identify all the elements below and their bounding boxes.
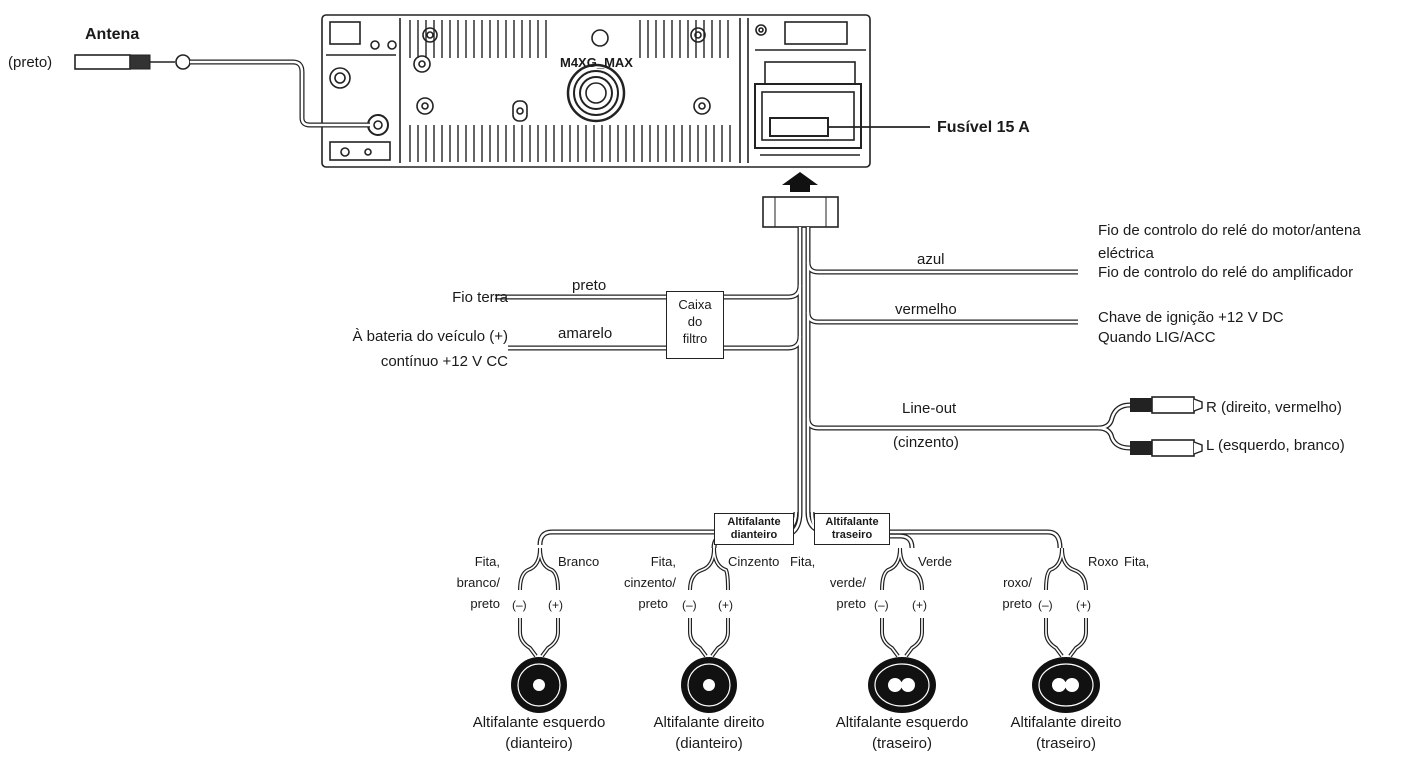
speaker-2-neg-1: Fita, — [650, 554, 676, 569]
speaker-1-plus: (+) — [548, 598, 563, 612]
speaker-2-name-1: Altifalante direito — [653, 714, 765, 731]
speaker-4-plus: (+) — [1076, 598, 1091, 612]
lineout-label: Line-out — [902, 400, 957, 417]
speaker-front-left-icon — [511, 657, 567, 713]
rear-speaker-box-line-1: Altifalante — [825, 516, 879, 528]
fuse-label: Fusível 15 A — [937, 119, 1030, 136]
speaker-4-minus: (–) — [1038, 598, 1053, 612]
amp-relay-label: Fio de controlo do relé do amplificador — [1098, 264, 1354, 281]
speaker-1-neg-2: branco/ — [456, 575, 500, 590]
speaker-rear-right-icon — [1032, 657, 1100, 713]
arrow-up-icon — [782, 172, 818, 192]
red-wire-label: vermelho — [895, 301, 957, 318]
speaker-1-name-2: (dianteiro) — [505, 735, 573, 752]
speaker-3-minus: (–) — [874, 598, 889, 612]
head-unit — [321, 14, 871, 168]
speaker-forks-inner — [519, 547, 1087, 657]
front-speaker-box-line-2: dianteiro — [730, 529, 778, 541]
rca-right-label: R (direito, vermelho) — [1206, 399, 1342, 416]
filter-box-line-2: do — [687, 314, 703, 329]
speaker-3-neg-3: preto — [836, 596, 866, 611]
grey-wire-label: (cinzento) — [893, 434, 959, 451]
model-label: M4XG_MAX — [560, 55, 633, 70]
speaker-3-name-2: (traseiro) — [871, 735, 932, 752]
harness-fill — [495, 227, 1098, 512]
ground-color-label: preto — [572, 277, 607, 294]
rear-speaker-box: Altifalante traseiro — [814, 513, 890, 545]
rca-left-plug — [1130, 439, 1203, 457]
speaker-4-name-2: (traseiro) — [1035, 735, 1096, 752]
speaker-1-neg-3: preto — [470, 596, 500, 611]
rca-left-label: L (esquerdo, branco) — [1206, 437, 1345, 454]
filter-box: Caixa do filtro — [666, 291, 724, 359]
motor-relay-label-1: Fio de controlo do relé do motor/antena — [1098, 222, 1361, 239]
antenna-color: (preto) — [8, 54, 53, 71]
battery-label-2: contínuo +12 V CC — [380, 353, 508, 370]
filter-box-line-3: filtro — [682, 331, 708, 346]
speaker-3-name-1: Altifalante esquerdo — [835, 714, 969, 731]
speaker-4-neg-2: roxo/ — [1003, 575, 1032, 590]
blue-wire-label: azul — [917, 251, 945, 268]
harness-outline — [495, 227, 1098, 512]
speaker-2-name-2: (dianteiro) — [675, 735, 743, 752]
rca-right-plug — [1130, 396, 1203, 414]
ignition-label-2: Quando LIG/ACC — [1098, 329, 1216, 346]
speaker-4-name-1: Altifalante direito — [1010, 714, 1122, 731]
rear-speaker-box-line-2: traseiro — [831, 529, 873, 541]
speaker-4-neg-3: preto — [1002, 596, 1032, 611]
speaker-front-right-icon — [681, 657, 737, 713]
speaker-1-neg-1: Fita, — [474, 554, 500, 569]
speaker-2-minus: (–) — [682, 598, 697, 612]
speaker-3-neg-1: Fita, — [790, 554, 816, 569]
speaker-2-plus: (+) — [718, 598, 733, 612]
speaker-rear-left-icon — [868, 657, 936, 713]
front-speaker-box: Altifalante dianteiro — [714, 513, 794, 545]
speaker-1-minus: (–) — [512, 598, 527, 612]
speaker-4-pos: Roxo — [1088, 554, 1119, 569]
speaker-4-neg-1: Fita, — [1124, 554, 1150, 569]
speaker-2-neg-2: cinzento/ — [623, 575, 676, 590]
speaker-1-pos: Branco — [558, 554, 600, 569]
battery-label-1: À bateria do veículo (+) — [352, 328, 508, 345]
front-speaker-box-line-1: Altifalante — [727, 516, 781, 528]
antenna-cable — [74, 54, 370, 128]
battery-color-label: amarelo — [558, 325, 613, 342]
harness-plug — [762, 196, 839, 228]
speaker-3-plus: (+) — [912, 598, 927, 612]
speaker-3-pos: Verde — [918, 554, 952, 569]
ground-wire-label: Fio terra — [452, 289, 508, 306]
filter-box-line-1: Caixa — [678, 297, 712, 312]
ignition-label-1: Chave de ignição +12 V DC — [1098, 309, 1284, 326]
speaker-3-neg-2: verde/ — [829, 575, 866, 590]
speaker-2-neg-3: preto — [638, 596, 668, 611]
motor-relay-label-2: eléctrica — [1098, 245, 1154, 262]
speaker-2-pos: Cinzento — [728, 554, 780, 569]
speaker-1-name-1: Altifalante esquerdo — [472, 714, 606, 731]
antenna-label: Antena — [85, 26, 140, 43]
